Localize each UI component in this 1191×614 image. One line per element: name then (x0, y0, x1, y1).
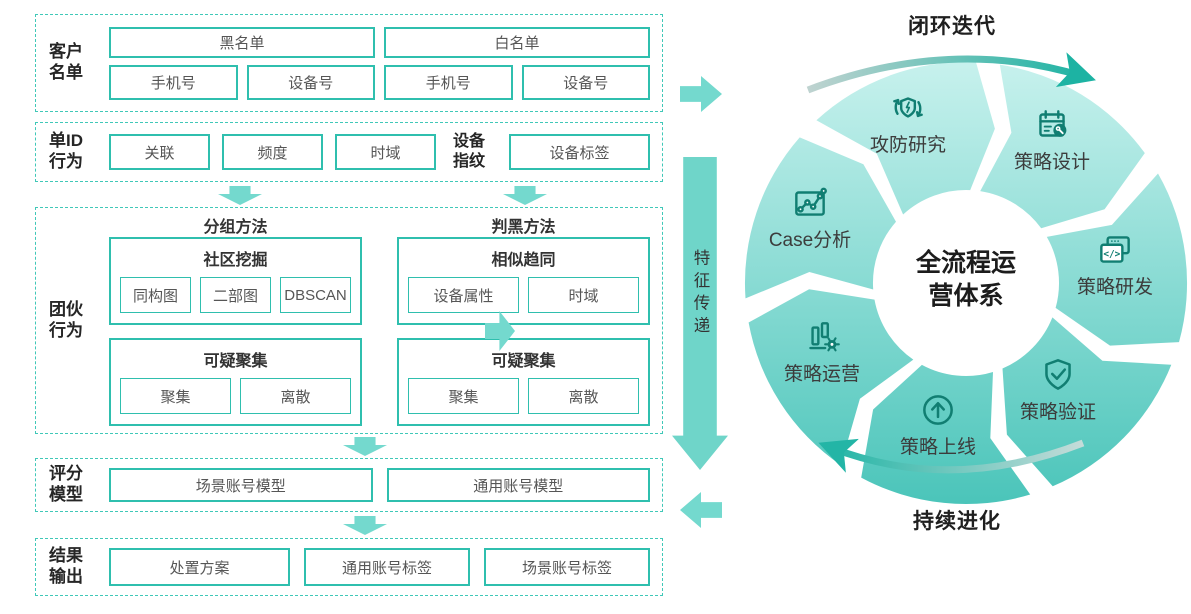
section-scoring-model-label: 评分 模型 (49, 464, 83, 504)
cycle-segment-label: 策略运营 (783, 364, 860, 385)
scoring-model-content: 场景账号模型 通用账号模型 (109, 468, 662, 502)
similar-convergence-title: 相似趋同 (491, 252, 556, 269)
cycle-segment-strategy-dev: </> 策略研发 (1060, 229, 1170, 299)
device-fingerprint-label: 设备 指纹 (453, 133, 486, 170)
node-time-domain: 时域 (528, 277, 639, 313)
community-mining-group: 社区挖掘 同构图 二部图 DBSCAN (109, 237, 362, 325)
section-scoring-model: 评分 模型 场景账号模型 通用账号模型 (35, 458, 663, 512)
section-result-output: 结果 输出 处置方案 通用账号标签 场景账号标签 (35, 538, 663, 596)
black-judgement-column: 判黑方法 相似趋同 设备属性 时域 可疑聚集 聚集 离散 (397, 213, 650, 426)
cycle-segment-label: 策略设计 (1013, 152, 1090, 173)
node-device-tag: 设备标签 (509, 134, 650, 170)
node-scene-account-model: 场景账号模型 (109, 468, 373, 502)
cycle-center-title: 全流程运 营体系 (915, 249, 1016, 310)
code-window-icon: </> (1100, 236, 1130, 263)
arrow-down-icon (343, 437, 387, 456)
arrow-left-icon (680, 492, 722, 528)
similar-convergence-items: 设备属性 时域 (408, 277, 639, 313)
suspicious-cluster-title: 可疑聚集 (203, 353, 268, 370)
cycle-segment-label: 攻防研究 (869, 135, 946, 156)
cycle-segment-strategy-design: 策略设计 (997, 104, 1107, 174)
node-association: 关联 (109, 134, 210, 170)
continuous-evolution-arrow-icon (818, 438, 1085, 474)
shield-recycle-icon (893, 97, 923, 118)
calendar-wrench-icon (1039, 110, 1067, 137)
feature-transfer-arrow: 特征传递 (672, 157, 728, 470)
node-cluster: 聚集 (120, 378, 231, 414)
cycle-segment-shape (1002, 317, 1172, 487)
cycle-segment-shape (748, 289, 914, 466)
suspicious-cluster-title: 可疑聚集 (491, 353, 556, 370)
community-mining-title: 社区挖掘 (203, 252, 268, 269)
arrow-down-icon (343, 516, 387, 535)
arrow-up-circle-icon (923, 395, 953, 425)
section-customer-list: 客户 名单 黑名单 白名单 手机号 设备号 手机号 设备号 (35, 14, 663, 112)
node-cluster: 聚集 (408, 378, 519, 414)
node-device-number: 设备号 (246, 64, 375, 100)
suspicious-cluster-items: 聚集 离散 (120, 378, 351, 414)
cycle-segment-label: Case分析 (768, 230, 852, 251)
cycle-ring (744, 52, 1188, 505)
grouping-method-column: 分组方法 社区挖掘 同构图 二部图 DBSCAN 可疑聚集 聚集 离散 (109, 213, 362, 426)
result-output-content: 处置方案 通用账号标签 场景账号标签 (109, 548, 662, 586)
node-general-account-tag: 通用账号标签 (304, 548, 470, 586)
cycle-segment-shape (744, 137, 896, 299)
node-isomorphic-graph: 同构图 (120, 277, 191, 313)
arrow-down-icon (218, 186, 262, 205)
node-phone-number: 手机号 (109, 64, 238, 100)
node-device-number: 设备号 (521, 64, 650, 100)
node-phone-number: 手机号 (384, 64, 513, 100)
cycle-bottom-title: 持续进化 (913, 510, 1001, 533)
cycle-segment-label: 策略研发 (1076, 277, 1153, 298)
node-discrete: 离散 (528, 378, 639, 414)
cycle-top-title: 闭环迭代 (908, 15, 996, 38)
cycle-segment-label: 策略验证 (1019, 402, 1096, 423)
section-single-id-label: 单ID 行为 (49, 131, 83, 171)
node-scene-account-tag: 场景账号标签 (484, 548, 650, 586)
section-group-behavior-label: 团伙 行为 (49, 299, 83, 340)
node-dbscan: DBSCAN (280, 277, 351, 313)
black-judgement-header: 判黑方法 (491, 219, 556, 236)
cycle-segment-strategy-launch: 策略上线 (883, 389, 993, 459)
closed-loop-arrow-icon (806, 52, 1096, 94)
arrow-right-icon (680, 76, 722, 112)
shield-check-icon (1045, 359, 1071, 390)
node-discrete: 离散 (240, 378, 351, 414)
section-group-behavior: 团伙 行为 分组方法 社区挖掘 同构图 二部图 DBSCAN 可疑聚集 聚集 离 (35, 207, 663, 434)
node-frequency: 频度 (222, 134, 323, 170)
community-mining-items: 同构图 二部图 DBSCAN (120, 277, 351, 313)
section-single-id-behavior: 单ID 行为 关联 频度 时域 设备 指纹 设备标签 (35, 122, 663, 182)
arrow-down-icon (503, 186, 547, 205)
node-disposal-plan: 处置方案 (109, 548, 290, 586)
suspicious-cluster-items: 聚集 离散 (408, 378, 639, 414)
suspicious-cluster-group: 可疑聚集 聚集 离散 (109, 338, 362, 426)
similar-convergence-group: 相似趋同 设备属性 时域 (397, 237, 650, 325)
single-id-content: 关联 频度 时域 设备 指纹 设备标签 (109, 132, 662, 172)
feature-transfer-label: 特征传递 (691, 249, 709, 339)
cycle-segment-strategy-verify: 策略验证 (1003, 354, 1113, 424)
svg-text:</>: </> (1103, 249, 1120, 260)
cycle-segment-case-analysis: Case分析 (755, 182, 865, 252)
customer-list-content: 黑名单 白名单 手机号 设备号 手机号 设备号 (109, 26, 662, 100)
cycle-segment-shape (816, 61, 995, 215)
node-time-domain: 时域 (335, 134, 436, 170)
suspicious-cluster-group: 可疑聚集 聚集 离散 (397, 338, 650, 426)
node-whitelist: 白名单 (384, 26, 650, 58)
section-result-output-label: 结果 输出 (49, 546, 83, 586)
section-customer-list-label: 客户 名单 (49, 42, 83, 82)
node-blacklist: 黑名单 (109, 26, 375, 58)
node-general-account-model: 通用账号模型 (386, 468, 650, 502)
node-device-attribute: 设备属性 (408, 277, 519, 313)
group-behavior-content: 分组方法 社区挖掘 同构图 二部图 DBSCAN 可疑聚集 聚集 离散 (109, 208, 662, 433)
line-chart-icon (795, 187, 827, 216)
cycle-segment-label: 策略上线 (899, 437, 976, 458)
cycle-segment-attack-defense: 攻防研究 (853, 87, 963, 157)
cycle-segment-strategy-operation: 策略运营 (767, 316, 877, 386)
grouping-method-header: 分组方法 (203, 219, 268, 236)
bar-chart-gear-icon (809, 322, 840, 352)
cycle-segments (744, 61, 1188, 505)
cycle-segment-shape (980, 64, 1145, 229)
node-bipartite-graph: 二部图 (200, 277, 271, 313)
